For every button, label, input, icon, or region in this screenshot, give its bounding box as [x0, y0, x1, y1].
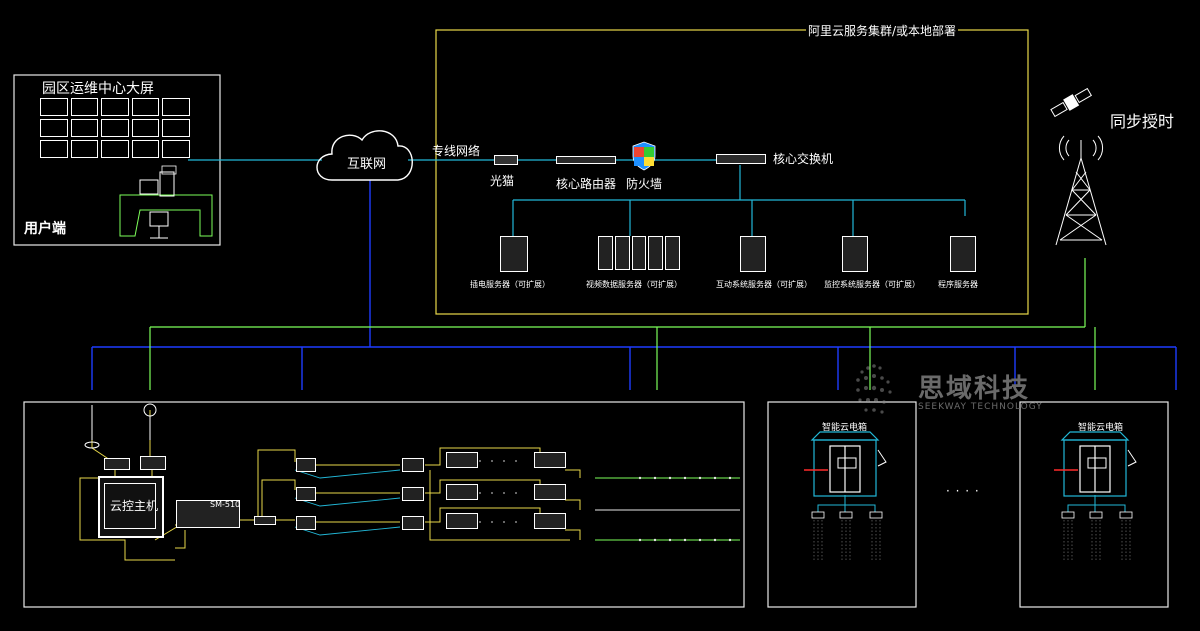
power-box [534, 484, 566, 500]
dedicated-line-label: 专线网络 [432, 144, 481, 158]
cabinet-frame-2 [1019, 401, 1169, 608]
power-box [446, 452, 478, 468]
relay-module [296, 487, 316, 501]
server-icon [740, 236, 766, 272]
server-icon [950, 236, 976, 272]
user-end-label: 用户端 [24, 221, 66, 237]
cloud-host-label: 云控主机 [110, 499, 159, 513]
internet-label: 互联网 [347, 157, 387, 172]
core-switch-icon [716, 154, 766, 164]
relay-module [296, 458, 316, 472]
core-switch-label: 核心交换机 [773, 152, 834, 166]
watermark-sub: SEEKWAY TECHNOLOGY [918, 402, 1043, 412]
relay-module [296, 516, 316, 530]
video-wall [40, 98, 190, 158]
big-screen-title: 园区运维中心大屏 [42, 81, 154, 97]
cloud-host-icon [98, 476, 164, 538]
relay-module [402, 516, 424, 530]
radio-receiver-icon [140, 456, 166, 470]
relay-module [402, 487, 424, 501]
server-label: 监控系统服务器（可扩展） [824, 280, 920, 289]
power-box [534, 452, 566, 468]
router-label: 核心路由器 [556, 177, 617, 191]
cabinet-label: 智能云电箱 [1078, 423, 1124, 433]
control-unit-icon [176, 500, 240, 528]
router-icon [556, 156, 616, 164]
cloud-host-screen [104, 483, 156, 529]
cloud-cluster-frame [435, 29, 1029, 315]
firewall-label: 防火墙 [626, 177, 663, 191]
cabinet-label: 智能云电箱 [822, 423, 868, 433]
cabinet-ellipsis: · · · · [946, 484, 980, 498]
time-sync-label: 同步授时 [1110, 112, 1175, 131]
control-unit-label: SM-510 [210, 500, 241, 509]
cabinet-frame-1 [767, 401, 917, 608]
server-label: 互动系统服务器（可扩展） [716, 280, 812, 289]
modem-label: 光猫 [490, 174, 515, 188]
power-box [446, 484, 478, 500]
server-label: 视频数据服务器（可扩展） [586, 280, 682, 289]
cloud-cluster-title: 阿里云服务集群/或本地部署 [806, 22, 959, 39]
site-frame [23, 401, 745, 608]
server-icon [842, 236, 868, 272]
gps-receiver-icon [104, 458, 130, 470]
server-label: 程序服务器 [938, 280, 978, 289]
power-box [534, 513, 566, 529]
server-icon [500, 236, 528, 272]
watermark-name: 思域科技 [918, 374, 1031, 404]
server-label: 插电服务器（可扩展） [470, 280, 550, 289]
switch-small-icon [254, 516, 276, 525]
relay-module [402, 458, 424, 472]
power-box [446, 513, 478, 529]
server-rack-icon [598, 236, 680, 270]
modem-icon [494, 155, 518, 165]
